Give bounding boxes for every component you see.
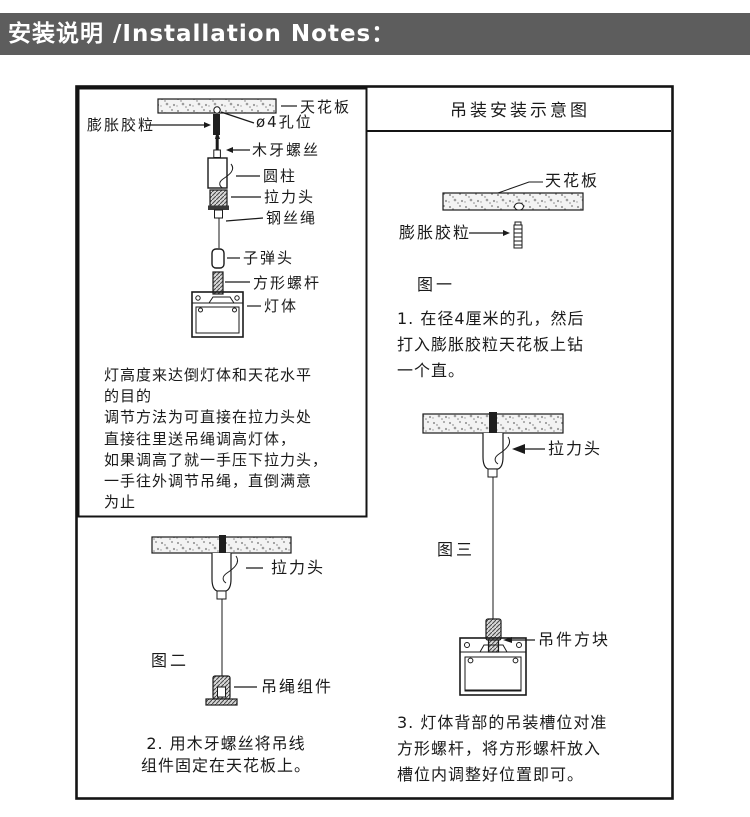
ceiling-leader: [497, 181, 543, 194]
tension-head-shape: [482, 433, 504, 470]
fig3-tag: 图三: [437, 540, 476, 559]
figure1-diagram: [442, 181, 584, 249]
fig2-note: 2. 用木牙螺丝将吊线 组件固定在天花板上。: [140, 733, 312, 777]
adjustment-paragraph: 灯高度来达倒灯体和天花水平 的目的 调节方法为可直接在拉力头处 直接往里送吊绳调…: [104, 365, 362, 513]
label-bullet-head: 子弹头: [243, 249, 295, 267]
fig3-label-tension-head: 拉力头: [548, 439, 603, 458]
ceiling-board: [442, 192, 584, 211]
label-wire-rope: 钢丝绳: [266, 209, 318, 227]
fig3-note-line: 槽位内调整好位置即可。: [397, 765, 585, 784]
fig3-note-line: 3. 灯体背部的吊装槽位对准: [397, 713, 608, 732]
paragraph-line: 调节方法为可直接在拉力头处: [104, 408, 313, 427]
fig3-label-hanger-block: 吊件方块: [538, 630, 611, 649]
hanger-block-shape: [485, 618, 502, 653]
lamp-body-profile: [191, 291, 244, 338]
right-panel-header: 吊装安装示意图: [450, 101, 590, 121]
fig3-note-line: 方形螺杆，将方形螺杆放入: [397, 739, 602, 758]
paragraph-line: 灯高度来达倒灯体和天花水平: [104, 366, 313, 384]
hook-wire: [494, 436, 511, 465]
fig2-tag: 图二: [151, 651, 190, 670]
expansion-plug-shape: [489, 412, 497, 433]
lamp-body-profile: [459, 637, 527, 696]
cylinder-hook-wire: [219, 163, 234, 189]
fig2-note-line: 组件固定在天花板上。: [140, 756, 311, 775]
figure2-diagram: [151, 535, 292, 706]
title-banner: 安装说明 /Installation Notes：: [0, 13, 750, 55]
hole-leader: [220, 111, 255, 124]
paragraph-line: 一手往外调节吊绳，直倒满意: [104, 472, 313, 491]
tension-head-shape: [208, 189, 229, 219]
fig3-note: 3. 灯体背部的吊装槽位对准 方形螺杆，将方形螺杆放入 槽位内调整好位置即可。: [397, 710, 607, 788]
paragraph-line: 的目的: [104, 387, 153, 406]
label-cylinder: 圆柱: [263, 167, 298, 185]
wire-rope-leader: [225, 217, 264, 222]
exploded-diagram: [147, 98, 297, 338]
expansion-plug-shape: [513, 221, 523, 249]
fig1-note-line: 一个直。: [397, 361, 466, 380]
fig1-tag: 图一: [417, 275, 456, 294]
rope-assembly-shape: [205, 675, 238, 706]
fig2-note-line: 2. 用木牙螺丝将吊线: [146, 734, 306, 753]
label-lamp-body: 灯体: [264, 297, 299, 315]
square-rod-shape: [212, 271, 224, 295]
cylinder-shape: [207, 157, 228, 189]
fig2-label-tension-head: 拉力头: [271, 558, 326, 577]
figure3-diagram: [422, 412, 564, 696]
paragraph-line: 为止: [104, 493, 137, 512]
paragraph-line: 直接往里送吊绳调高灯体，: [104, 429, 297, 448]
label-wood-screw: 木牙螺丝: [252, 141, 321, 159]
arrowhead: [512, 444, 525, 454]
outer-frame: [75, 85, 674, 800]
fig1-label-expansion-plug: 膨胀胶粒: [399, 223, 472, 242]
inner-box-frame: [77, 87, 368, 518]
page-title: 安装说明 /Installation Notes：: [8, 21, 396, 47]
fig1-note: 1. 在径4厘米的孔，然后 打入膨胀胶粒天花板上钻 一个直。: [397, 306, 585, 384]
label-tension-head: 拉力头: [264, 188, 316, 206]
fig2-label-rope-assembly: 吊绳组件: [261, 677, 334, 696]
label-expansion-plug: 膨胀胶粒: [87, 116, 156, 134]
fig1-label-ceiling: 天花板: [545, 171, 600, 190]
bullet-head-shape: [211, 248, 225, 269]
paragraph-line: 如果调高了就一手压下拉力头，: [104, 450, 329, 469]
hook-wire: [222, 555, 239, 584]
fig1-note-line: 打入膨胀胶粒天花板上钻: [397, 335, 585, 354]
drill-hole: [514, 202, 524, 211]
label-square-rod: 方形螺杆: [253, 274, 322, 292]
drill-hole: [213, 106, 221, 114]
fig1-note-line: 1. 在径4厘米的孔，然后: [397, 309, 585, 328]
expansion-plug-shape: [213, 114, 220, 135]
label-ceiling: 天花板: [300, 98, 352, 116]
expansion-plug-shape: [219, 535, 226, 553]
label-hole: ø4孔位: [256, 113, 313, 131]
